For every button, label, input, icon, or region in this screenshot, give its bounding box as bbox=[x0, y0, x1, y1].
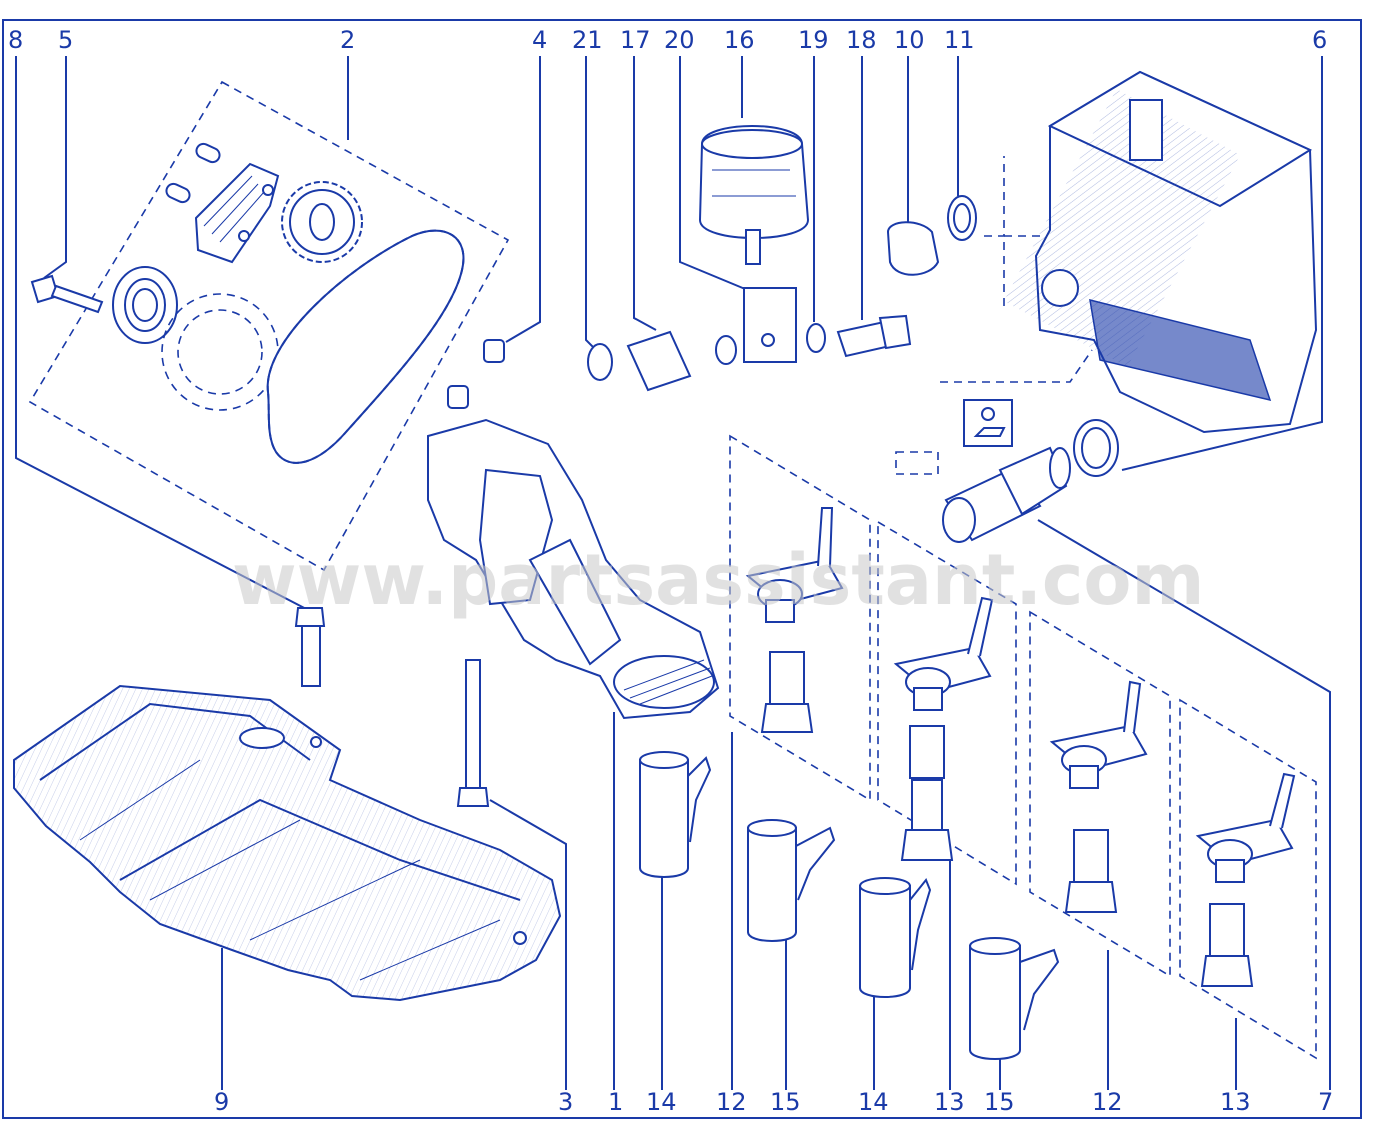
washer-21 bbox=[587, 343, 613, 381]
phantom-sprocket bbox=[161, 293, 279, 411]
callout-12a: 12 bbox=[716, 1088, 747, 1116]
adapter-block-20 bbox=[743, 287, 797, 363]
leader-21 bbox=[585, 56, 599, 353]
callout-18: 18 bbox=[846, 26, 877, 54]
bolts bbox=[294, 607, 490, 807]
sleeves bbox=[639, 751, 1060, 1060]
callout-21: 21 bbox=[572, 26, 603, 54]
callout-13b: 13 bbox=[1220, 1088, 1251, 1116]
union-kit-outline-4 bbox=[1179, 698, 1317, 1060]
oil-pressure-warning-icon bbox=[963, 399, 1013, 447]
pump-sleeve-4 bbox=[483, 339, 505, 363]
callout-14b: 14 bbox=[858, 1088, 889, 1116]
sender-link-dash bbox=[940, 349, 1093, 383]
sleeve-14b bbox=[859, 877, 932, 998]
dowel-2 bbox=[165, 182, 191, 204]
callout-17: 17 bbox=[620, 26, 651, 54]
leader-7 bbox=[1037, 519, 1331, 1090]
oil-pan-9 bbox=[13, 684, 562, 1002]
sleeve-15a bbox=[747, 819, 836, 942]
callout-8: 8 bbox=[8, 26, 23, 54]
leader-lines bbox=[15, 56, 1331, 1090]
oil-pressure-switch-7 bbox=[942, 419, 1119, 543]
callout-6: 6 bbox=[1312, 26, 1327, 54]
callout-5: 5 bbox=[58, 26, 73, 54]
callout-16: 16 bbox=[724, 26, 755, 54]
union-kit-3 bbox=[1049, 680, 1148, 913]
oil-pump bbox=[427, 339, 720, 720]
diagram-border bbox=[2, 19, 1362, 1119]
leader-8 bbox=[15, 56, 313, 613]
sleeve-14a bbox=[639, 751, 712, 878]
callout-9: 9 bbox=[214, 1088, 229, 1116]
engine-assembly bbox=[1003, 70, 1318, 434]
pickup-strainer bbox=[613, 655, 715, 709]
callout-14a: 14 bbox=[646, 1088, 677, 1116]
dowel-1 bbox=[195, 142, 221, 164]
union-kit-outline-3 bbox=[1029, 610, 1171, 978]
assembly-group-outlines bbox=[28, 80, 1317, 1060]
callout-15a: 15 bbox=[770, 1088, 801, 1116]
leader-4 bbox=[505, 56, 541, 343]
drain-plug-10 bbox=[886, 221, 940, 276]
oil-pressure-sender-group bbox=[587, 125, 977, 392]
sleeve-15b bbox=[969, 937, 1060, 1060]
callout-13a: 13 bbox=[934, 1088, 965, 1116]
engine-link-dash-a bbox=[984, 156, 1005, 237]
leader-5 bbox=[43, 56, 67, 279]
bolt-3 bbox=[465, 659, 481, 789]
timing-kit-outline bbox=[28, 80, 510, 572]
leader-6 bbox=[1121, 56, 1323, 471]
pump-sleeve bbox=[447, 385, 469, 409]
union-kit-4 bbox=[1195, 772, 1296, 987]
leader-17 bbox=[633, 56, 657, 331]
leader-3 bbox=[489, 799, 567, 1090]
union-kit-outline-2 bbox=[877, 520, 1017, 886]
callout-10: 10 bbox=[894, 26, 925, 54]
connector-marker bbox=[895, 451, 939, 475]
callout-12b: 12 bbox=[1092, 1088, 1123, 1116]
union-17 bbox=[626, 330, 692, 392]
callouts-top: 8 5 2 4 21 17 20 16 19 18 10 11 6 bbox=[8, 26, 1327, 54]
union-kit-2 bbox=[893, 596, 994, 861]
watermark-text: www.partsassistant.com bbox=[232, 539, 1204, 621]
leader-20 bbox=[679, 56, 763, 297]
callout-2: 2 bbox=[340, 26, 355, 54]
washer-19 bbox=[806, 323, 826, 353]
union-kit-1 bbox=[745, 507, 844, 733]
callout-19: 19 bbox=[798, 26, 829, 54]
washer-mid bbox=[715, 335, 737, 365]
callout-4: 4 bbox=[532, 26, 547, 54]
pickup-tube bbox=[528, 538, 622, 666]
callout-15b: 15 bbox=[984, 1088, 1015, 1116]
callout-7: 7 bbox=[1318, 1088, 1333, 1116]
bolt-8 bbox=[294, 607, 326, 627]
callout-1: 1 bbox=[608, 1088, 623, 1116]
chain-tensioner bbox=[194, 162, 280, 264]
callout-20: 20 bbox=[664, 26, 695, 54]
callout-11: 11 bbox=[944, 26, 975, 54]
callouts-bottom: 9 3 1 14 12 15 14 13 15 12 13 7 bbox=[214, 1088, 1333, 1116]
timing-chain bbox=[266, 229, 465, 464]
callout-3: 3 bbox=[558, 1088, 573, 1116]
timing-kit bbox=[30, 142, 465, 464]
